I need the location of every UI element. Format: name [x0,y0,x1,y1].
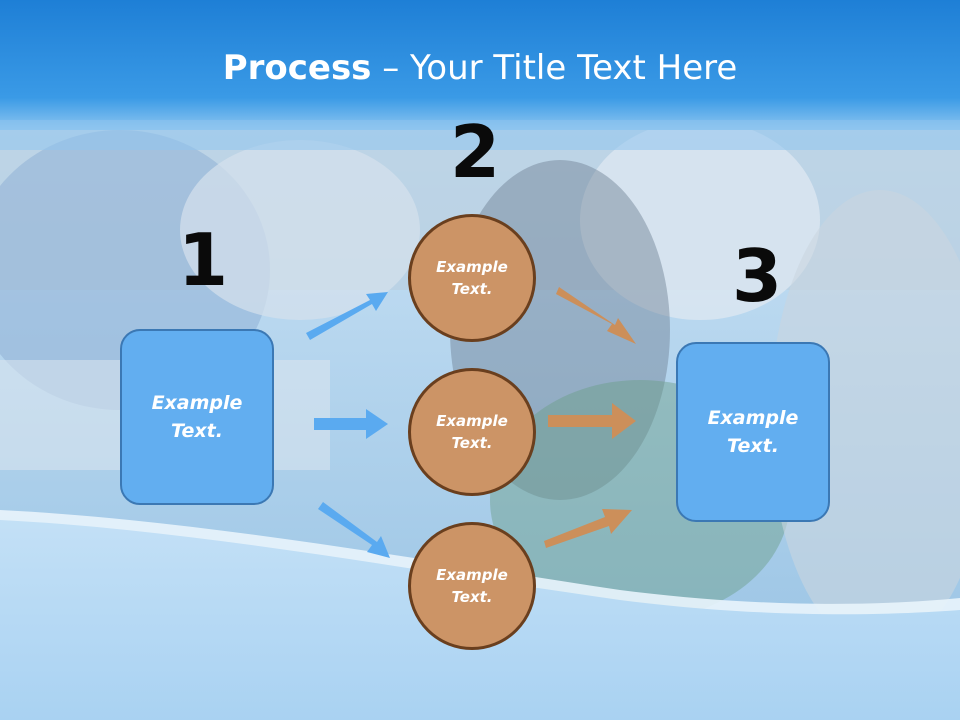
arrow-to-top-circle [306,292,388,340]
arrow-from-bottom-circle [544,509,632,548]
step-number-2: 2 [450,110,501,194]
arrow-to-middle-circle [314,409,388,439]
circle-middle-label: Example Text. [436,411,508,453]
step-number-1: 1 [178,218,229,302]
step-2-circle-top: Example Text. [408,214,536,342]
step-1-box: Example Text. [120,329,274,505]
title-rest: – Your Title Text Here [371,48,738,88]
step-1-label: Example Text. [151,391,243,443]
step-number-3: 3 [732,234,783,318]
title-bold: Process [222,48,372,88]
step-2-circle-bottom: Example Text. [408,522,536,650]
arrow-from-top-circle [556,287,636,344]
circle-bottom-label: Example Text. [436,565,508,607]
step-3-label: Example Text. [707,406,799,458]
circle-top-label: Example Text. [436,257,508,299]
arrow-to-bottom-circle [318,502,390,558]
slide-title: Process – Your Title Text Here [0,48,960,88]
step-2-circle-middle: Example Text. [408,368,536,496]
step-3-box: Example Text. [676,342,830,522]
arrow-from-middle-circle [548,403,636,439]
